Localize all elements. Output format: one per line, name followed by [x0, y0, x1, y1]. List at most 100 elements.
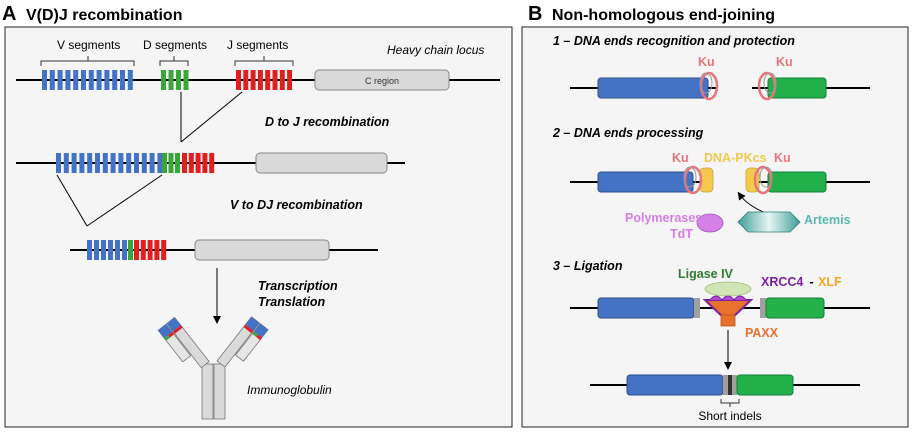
v-segment-bar	[87, 153, 93, 173]
v-segment-bar	[42, 70, 47, 90]
heavy-chain-locus-label: Heavy chain locus	[387, 43, 484, 57]
final-gray-right	[732, 375, 737, 395]
vdj-v-segments	[87, 240, 127, 260]
j-segment-bar	[257, 70, 263, 90]
step1-ku-left-label: Ku	[698, 55, 715, 69]
v-segment-bar	[110, 153, 116, 173]
d-segment-bar	[175, 153, 180, 173]
v-segment-bar	[88, 70, 94, 90]
d-segment-bar	[168, 70, 174, 90]
j-segment-bar	[195, 153, 201, 173]
v-segment-bar	[81, 70, 86, 90]
v-segment-bar	[56, 153, 61, 173]
v-segment-bar	[49, 70, 55, 90]
artemis-shape	[737, 211, 801, 233]
v-segment-bar	[134, 153, 139, 173]
d-segment-bar	[128, 240, 133, 260]
v-segment-bar	[126, 153, 132, 173]
v-segment-bar	[122, 240, 127, 260]
d-to-j-line-right	[180, 91, 243, 143]
v-segment-bar	[102, 153, 108, 173]
step2-blue-end	[597, 171, 694, 193]
j-segment-bar	[250, 70, 256, 90]
j-segment-bar	[243, 70, 249, 90]
step3-label: 3 – Ligation	[553, 259, 623, 273]
v-segment-bar	[120, 70, 125, 90]
v-segment-bar	[157, 153, 163, 173]
step1-blue-end	[597, 77, 709, 99]
immunoglobulin-diagram	[157, 316, 269, 420]
germline-j-segments	[236, 70, 293, 90]
j-segment-bar	[287, 70, 293, 90]
j-segment-bar	[140, 240, 146, 260]
xrcc4-label: XRCC4	[761, 275, 803, 289]
paxx-shape	[720, 314, 736, 327]
j-segment-bar	[154, 240, 160, 260]
d-segments-label: D segments	[143, 38, 207, 52]
v-segments-label: V segments	[57, 38, 120, 52]
c-region-box	[314, 69, 450, 91]
xlf-label: XLF	[818, 275, 842, 289]
v-segment-bar	[127, 70, 133, 90]
v-segment-bar	[94, 240, 99, 260]
step3-green-end	[765, 297, 825, 319]
short-indels-label: Short indels	[698, 409, 761, 423]
v-to-dj-line-left	[56, 174, 88, 227]
transcription-label: Transcription	[258, 279, 338, 293]
d-segment-bar	[162, 153, 167, 173]
v-segment-bar	[71, 153, 77, 173]
j-segment-bar	[202, 153, 208, 173]
v-to-dj-label: V to DJ recombination	[230, 198, 363, 212]
step2-ku-left	[683, 165, 703, 195]
v-brace	[40, 56, 135, 66]
ligase-iv-label: Ligase IV	[678, 267, 734, 281]
polymerases-label: Polymerases	[625, 211, 702, 225]
ligase-iv-shape	[704, 281, 752, 297]
step3-gray-right	[760, 298, 766, 318]
dj-joined-segments	[162, 153, 215, 173]
germline-v-segments	[42, 70, 133, 90]
panel-a-letter: A	[2, 3, 16, 25]
d-segment-bar	[168, 153, 174, 173]
step1-ku-right	[757, 71, 777, 101]
d-segment-bar	[176, 70, 181, 90]
final-blue-end	[626, 374, 724, 396]
artemis-label: Artemis	[804, 213, 851, 227]
step2-ku-left-label: Ku	[672, 151, 689, 165]
j-segments-label: J segments	[227, 38, 288, 52]
dna-pkcs-label: DNA-PKcs	[704, 151, 767, 165]
j-segment-bar	[265, 70, 271, 90]
j-brace	[234, 56, 294, 66]
j-segment-bar	[279, 70, 285, 90]
immunoglobulin-label: Immunoglobulin	[247, 383, 332, 397]
step1-green-end	[767, 77, 827, 99]
step1-label: 1 – DNA ends recognition and protection	[553, 34, 795, 48]
v-segment-bar	[96, 70, 102, 90]
v-segment-bar	[108, 240, 113, 260]
dj-v-segments	[56, 153, 163, 173]
v-segment-bar	[101, 240, 106, 260]
d-brace	[159, 56, 189, 66]
germline-d-segments	[161, 70, 189, 90]
v-segment-bar	[118, 153, 124, 173]
v-segment-bar	[149, 153, 155, 173]
dj-c-region-box	[255, 152, 388, 174]
j-segment-bar	[209, 153, 215, 173]
panel-a-frame	[4, 26, 513, 428]
xrcc4-xlf-complex	[702, 295, 754, 324]
xrcc4-xlf-dash: -	[806, 275, 817, 289]
v-to-dj-line-right	[86, 174, 163, 227]
step2-ku-right-label: Ku	[774, 151, 791, 165]
panel-b-letter: B	[528, 3, 542, 25]
step2-ku-right	[753, 165, 773, 195]
polymerase-shape	[696, 213, 724, 233]
d-segment-bar	[161, 70, 166, 90]
d-segment-bar	[183, 70, 189, 90]
c-region-label: C region	[365, 76, 399, 86]
final-green-end	[736, 374, 794, 396]
v-segment-bar	[87, 240, 92, 260]
v-segment-bar	[112, 70, 118, 90]
translation-label: Translation	[258, 295, 326, 309]
tdt-label: TdT	[670, 227, 693, 241]
